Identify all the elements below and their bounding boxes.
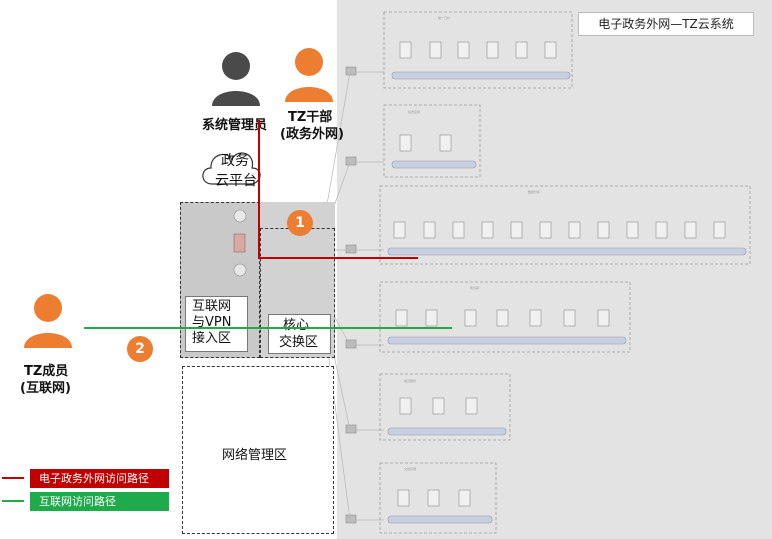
legend-internet-path: 互联网访问路径 bbox=[30, 492, 169, 511]
server-icon bbox=[399, 397, 412, 415]
admin-label: 系统管理员 bbox=[202, 118, 268, 133]
switch-icon bbox=[345, 514, 357, 524]
bus-bar bbox=[391, 160, 477, 169]
member-label-line1: TZ成员 bbox=[24, 364, 69, 379]
group-box bbox=[379, 185, 751, 265]
server-icon bbox=[439, 134, 452, 152]
firewall-icon bbox=[233, 233, 246, 253]
server-icon bbox=[539, 221, 552, 239]
bus-bar bbox=[387, 247, 747, 256]
server-icon bbox=[429, 41, 442, 59]
bus-bar bbox=[387, 515, 493, 524]
server-icon bbox=[568, 221, 581, 239]
server-icon bbox=[496, 309, 509, 327]
server-icon bbox=[458, 489, 471, 507]
legend-gov-path: 电子政务外网访问路径 bbox=[30, 469, 169, 488]
core-zone-line2: 交换区 bbox=[279, 335, 319, 350]
server-icon bbox=[427, 489, 440, 507]
server-icon bbox=[399, 134, 412, 152]
access-devices: ​ bbox=[233, 209, 247, 277]
server-icon bbox=[425, 309, 438, 327]
path-badge-2: 2 bbox=[127, 336, 153, 362]
switch-icon bbox=[345, 66, 357, 76]
core-zone-line1: 核心 bbox=[283, 318, 310, 333]
server-icon bbox=[563, 309, 576, 327]
server-icon bbox=[713, 221, 726, 239]
bus-bar bbox=[391, 71, 571, 80]
server-icon bbox=[515, 41, 528, 59]
server-icon bbox=[465, 397, 478, 415]
cadre-label-line1: TZ干部 bbox=[288, 110, 333, 125]
server-icon bbox=[399, 41, 412, 59]
vpn-access-label-box: 互联网 与VPN 接入区 bbox=[185, 296, 248, 352]
router-icon bbox=[233, 263, 247, 277]
server-icon bbox=[626, 221, 639, 239]
server-icon bbox=[684, 221, 697, 239]
architecture-panel bbox=[337, 0, 772, 539]
cloud-line2: 云平台 bbox=[215, 173, 257, 189]
switch-icon bbox=[345, 424, 357, 434]
system-title: 电子政务外网—TZ云系统 bbox=[578, 12, 754, 36]
vpn-zone-line3: 接入区 bbox=[192, 331, 232, 346]
cloud-line1: 政务 bbox=[221, 153, 249, 169]
server-icon bbox=[393, 221, 406, 239]
switch-icon bbox=[345, 339, 357, 349]
server-icon bbox=[423, 221, 436, 239]
server-icon bbox=[597, 309, 610, 327]
bus-bar bbox=[387, 427, 507, 436]
admin-person-icon bbox=[212, 52, 260, 106]
group-box bbox=[383, 11, 573, 89]
server-icon bbox=[486, 41, 499, 59]
group-box bbox=[383, 104, 481, 178]
switch-icon bbox=[345, 156, 357, 166]
server-icon bbox=[464, 309, 477, 327]
member-label-line2: (互联网) bbox=[20, 381, 71, 396]
network-mgmt-zone bbox=[182, 366, 334, 534]
gov-access-path bbox=[258, 120, 418, 259]
cadre-label-line2: (政务外网) bbox=[280, 127, 344, 142]
vpn-zone-line1: 互联网 bbox=[192, 299, 232, 314]
access-zone-border bbox=[180, 202, 260, 358]
group-box bbox=[379, 281, 631, 353]
server-icon bbox=[481, 221, 494, 239]
group-box bbox=[379, 373, 511, 441]
server-icon bbox=[432, 397, 445, 415]
bus-bar bbox=[387, 336, 627, 345]
router-icon bbox=[233, 209, 247, 223]
server-icon bbox=[397, 489, 410, 507]
core-switch-label-box: 核心 交换区 bbox=[268, 314, 331, 354]
member-person-icon bbox=[24, 294, 72, 348]
server-icon bbox=[510, 221, 523, 239]
path-badge-1: 1 bbox=[287, 210, 313, 236]
switch-icon bbox=[345, 244, 357, 254]
network-mgmt-label: 网络管理区 bbox=[222, 448, 288, 463]
server-icon bbox=[452, 221, 465, 239]
group-box bbox=[379, 462, 497, 534]
cadre-person-icon bbox=[285, 48, 333, 102]
server-icon bbox=[655, 221, 668, 239]
vpn-zone-line2: 与VPN bbox=[192, 315, 232, 330]
server-icon bbox=[544, 41, 557, 59]
server-icon bbox=[395, 309, 408, 327]
server-icon bbox=[457, 41, 470, 59]
server-icon bbox=[597, 221, 610, 239]
server-icon bbox=[529, 309, 542, 327]
